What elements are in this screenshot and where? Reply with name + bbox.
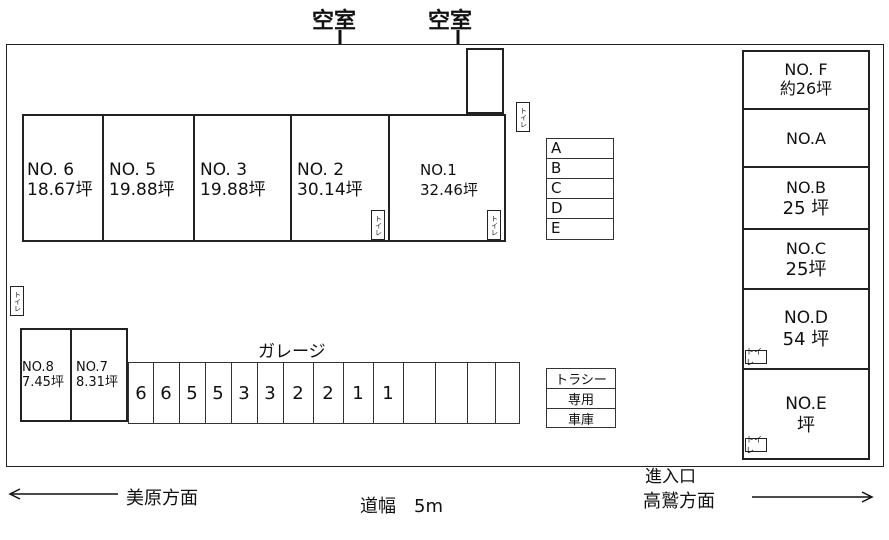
unit-no7-area: 8.31坪 bbox=[76, 375, 118, 390]
parking-slot-b[interactable]: B bbox=[546, 158, 614, 179]
unit-no5-area: 19.88坪 bbox=[109, 180, 175, 200]
toilet-icon: トイレ bbox=[487, 210, 501, 240]
right-direction-label: 高鷲方面 bbox=[643, 491, 715, 512]
left-direction-label: 美原方面 bbox=[126, 488, 198, 509]
garage-slot[interactable] bbox=[467, 363, 496, 423]
right-direction-arrow-icon bbox=[752, 491, 874, 503]
toilet-icon: トイレ bbox=[10, 286, 24, 316]
unit-no1[interactable]: NO.1 32.46坪 bbox=[390, 114, 506, 242]
toilet-icon: トイレ bbox=[745, 435, 767, 455]
truck-garage[interactable]: トラシー 専用 車庫 bbox=[546, 368, 616, 428]
left-direction-arrow-icon bbox=[8, 488, 118, 500]
unit-no2-area: 30.14坪 bbox=[297, 180, 363, 200]
unit-no8-area: 7.45坪 bbox=[22, 375, 64, 390]
unit-noc-number: NO.C bbox=[785, 239, 827, 258]
garage-slot[interactable]: 6 bbox=[153, 363, 180, 423]
garage-slot[interactable]: 5 bbox=[179, 363, 206, 423]
garage-slot[interactable] bbox=[403, 363, 436, 423]
unit-no5-number: NO. 5 bbox=[109, 160, 157, 180]
toilet-icon: トイレ bbox=[745, 347, 767, 367]
parking-slot-e[interactable]: E bbox=[546, 218, 614, 240]
unit-no3-number: NO. 3 bbox=[200, 160, 248, 180]
garage-slot[interactable]: 1 bbox=[373, 363, 404, 423]
unit-no2[interactable]: NO. 2 30.14坪 bbox=[292, 114, 390, 242]
unit-nob-area: 25 坪 bbox=[782, 198, 830, 219]
unit-no3-area: 19.88坪 bbox=[200, 180, 266, 200]
unit-no8[interactable]: NO.8 7.45坪 bbox=[20, 328, 72, 422]
unit-nob-number: NO.B bbox=[786, 178, 826, 197]
garage-label: ガレージ bbox=[258, 342, 326, 362]
unit-no3[interactable]: NO. 3 19.88坪 bbox=[195, 114, 292, 242]
unit-no6[interactable]: NO. 6 18.67坪 bbox=[22, 114, 104, 242]
unit-noc-area: 25坪 bbox=[785, 259, 827, 280]
garage-slot[interactable]: 5 bbox=[205, 363, 232, 423]
unit-no6-area: 18.67坪 bbox=[27, 180, 93, 200]
garage-slot[interactable]: 2 bbox=[313, 363, 344, 423]
vacant-label-no2: 空室 bbox=[312, 9, 357, 34]
garage-row: 6 6 5 5 3 3 2 2 1 1 bbox=[128, 362, 520, 424]
garage-slot[interactable]: 6 bbox=[129, 363, 154, 423]
right-building bbox=[742, 50, 870, 460]
storage-box bbox=[466, 48, 504, 114]
unit-noa[interactable]: NO.A bbox=[742, 110, 870, 168]
unit-no1-number: NO.1 bbox=[420, 161, 457, 179]
parking-slot-a[interactable]: A bbox=[546, 138, 614, 159]
toilet-icon: トイレ bbox=[371, 210, 385, 240]
garage-slot[interactable]: 3 bbox=[231, 363, 258, 423]
unit-no7[interactable]: NO.7 8.31坪 bbox=[70, 328, 128, 422]
road-width-label: 道幅 5m bbox=[360, 496, 443, 517]
garage-slot[interactable]: 3 bbox=[257, 363, 284, 423]
unit-nof[interactable]: NO. F 約26坪 bbox=[742, 50, 870, 110]
truck-garage-line1: トラシー bbox=[547, 369, 615, 389]
unit-no6-number: NO. 6 bbox=[27, 160, 75, 180]
truck-garage-line3: 車庫 bbox=[567, 413, 594, 428]
toilet-icon: トイレ bbox=[516, 102, 530, 132]
unit-nof-number: NO. F bbox=[784, 60, 828, 79]
unit-no8-number: NO.8 bbox=[22, 360, 54, 375]
unit-noa-number: NO.A bbox=[786, 128, 826, 148]
unit-noe-area: 坪 bbox=[797, 415, 815, 436]
garage-slot[interactable] bbox=[495, 363, 519, 423]
unit-nod-number: NO.D bbox=[784, 308, 828, 328]
unit-noe-number: NO.E bbox=[785, 394, 827, 414]
parking-slot-d[interactable]: D bbox=[546, 198, 614, 219]
vacant-label-no1: 空室 bbox=[428, 9, 473, 34]
unit-no1-area: 32.46坪 bbox=[420, 181, 478, 199]
unit-noc[interactable]: NO.C 25坪 bbox=[742, 230, 870, 290]
unit-nod[interactable]: NO.D 54 坪 bbox=[742, 290, 870, 370]
unit-no2-number: NO. 2 bbox=[297, 160, 345, 180]
parking-slots: A B C D E bbox=[546, 138, 614, 242]
garage-slot[interactable]: 1 bbox=[343, 363, 374, 423]
parking-slot-c[interactable]: C bbox=[546, 178, 614, 199]
truck-garage-line2: 専用 bbox=[547, 389, 615, 409]
unit-no5[interactable]: NO. 5 19.88坪 bbox=[104, 114, 195, 242]
unit-nob[interactable]: NO.B 25 坪 bbox=[742, 168, 870, 230]
entrance-label: 進入口 bbox=[645, 467, 696, 487]
unit-nof-area: 約26坪 bbox=[779, 79, 833, 98]
unit-noe[interactable]: NO.E 坪 bbox=[742, 370, 870, 460]
garage-slot[interactable] bbox=[435, 363, 468, 423]
garage-slot[interactable]: 2 bbox=[283, 363, 314, 423]
unit-nod-area: 54 坪 bbox=[782, 329, 830, 350]
unit-no7-number: NO.7 bbox=[76, 360, 108, 375]
